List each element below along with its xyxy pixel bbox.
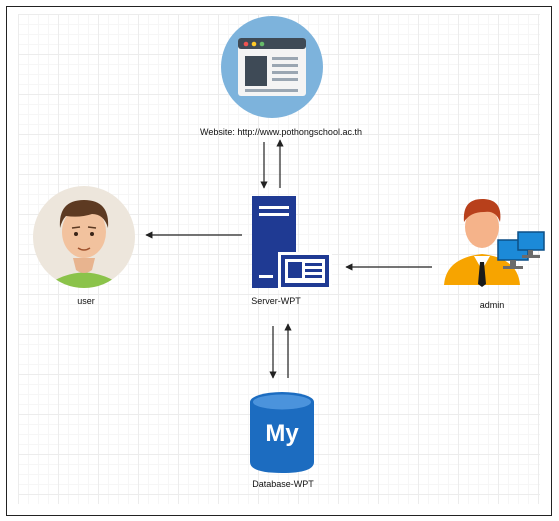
browser-window-icon bbox=[221, 16, 323, 118]
server-icon bbox=[252, 196, 332, 290]
admin-label: admin bbox=[479, 300, 505, 310]
mysql-database-icon: My bbox=[250, 392, 314, 473]
server-label: Server-WPT bbox=[251, 296, 301, 306]
database-logo-text: My bbox=[265, 420, 299, 447]
admin-icon bbox=[444, 198, 545, 287]
user-label: user bbox=[77, 296, 95, 306]
database-label: Database-WPT bbox=[252, 479, 314, 489]
website-label: Website: http://www.pothongschool.ac.th bbox=[200, 127, 362, 137]
user-avatar-icon bbox=[33, 186, 135, 288]
